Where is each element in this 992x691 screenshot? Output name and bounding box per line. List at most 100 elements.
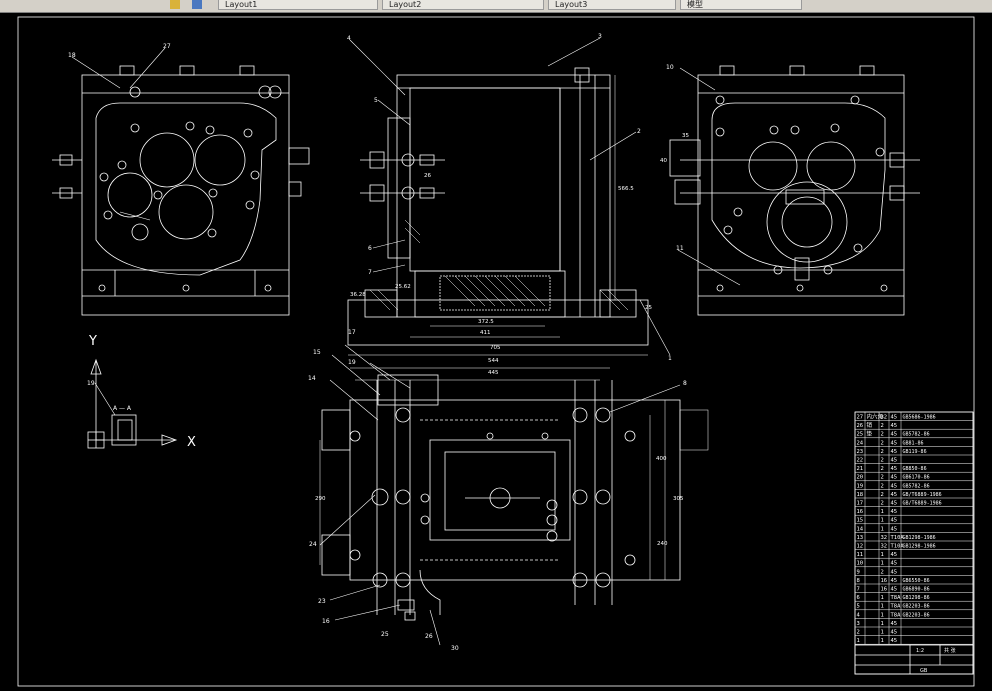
view-right-elevation: [669, 65, 920, 316]
bom-cell: GB1298-1986: [903, 544, 936, 550]
bom-cell: 1: [881, 509, 884, 515]
tab-layout3[interactable]: Layout3: [548, 0, 676, 10]
bom-cell: T8A: [891, 595, 902, 601]
bom-cell: 1: [881, 595, 884, 601]
axis-x-label: X: [187, 435, 196, 450]
bom-cell: 11: [857, 552, 864, 558]
bom-cell: 45: [891, 432, 898, 438]
balloon: 17: [348, 329, 356, 336]
bom-cell: GB2203-86: [903, 612, 930, 618]
bom-cell: 12: [857, 544, 864, 550]
balloon: 27: [163, 43, 171, 50]
dimension: 240: [657, 541, 668, 547]
bom-cell: 2: [881, 475, 884, 481]
bom-cell: 1: [881, 604, 884, 610]
dimension: 544: [488, 358, 499, 364]
bom-cell: 45: [891, 630, 898, 636]
bom-cell: 1: [857, 638, 860, 644]
dimension: 40: [660, 158, 667, 164]
bom-cell: 1: [881, 638, 884, 644]
bom-cell: GB6550-86: [903, 578, 930, 584]
bom-cell: 32: [881, 415, 888, 421]
bom-cell: 垫: [867, 430, 873, 438]
bom-cell: T8A: [891, 612, 902, 618]
bom-cell: T8A: [891, 604, 902, 610]
bom-cell: 23: [857, 449, 864, 455]
bom-cell: 销: [867, 421, 873, 429]
bom-cell: GB5782-86: [903, 432, 930, 438]
dimension: 36.28: [350, 292, 366, 298]
title-scale: 1:2: [916, 648, 924, 654]
dimension: 705: [490, 345, 501, 351]
bom-cell: 2: [881, 501, 884, 507]
balloon: 19: [348, 359, 356, 366]
bom-cell: 45: [891, 492, 898, 498]
bom-cell: 1: [881, 552, 884, 558]
balloon: 7: [368, 269, 372, 276]
bom-cell: 32: [881, 544, 888, 550]
bom-cell: 19: [857, 483, 864, 489]
bom-cell: 2: [881, 483, 884, 489]
sheet-border: [17, 16, 975, 687]
bom-cell: 1: [881, 612, 884, 618]
toolbar-icon-b[interactable]: [192, 0, 202, 9]
dimension: 26: [424, 173, 431, 179]
bom-cell: 24: [857, 440, 864, 446]
dimension: 25: [645, 305, 652, 311]
balloon: 24: [309, 541, 317, 548]
dimension: 445: [488, 370, 499, 376]
cad-drawing-canvas[interactable]: Y X A — A 18 27 4 3 5 2 6 7 10 11 1 17 1…: [0, 12, 992, 691]
bom-cell: 45: [891, 501, 898, 507]
bom-cell: 22: [857, 458, 864, 464]
toolbar-icon-a[interactable]: [170, 0, 180, 9]
bom-cell: 45: [891, 587, 898, 593]
bom-cell: 45: [891, 638, 898, 644]
bom-cell: GB81-86: [903, 440, 924, 446]
bom-cell: 45: [891, 621, 898, 627]
bom-cell: GB5782-86: [903, 483, 930, 489]
bom-cell: GB119-86: [903, 449, 927, 455]
bom-cell: 45: [891, 552, 898, 558]
bom-cell: GB2203-86: [903, 604, 930, 610]
balloon: 11: [676, 245, 684, 252]
bom-cell: 内六角: [867, 413, 884, 421]
bom-cell: 17: [857, 501, 864, 507]
bom-cell: 27: [857, 415, 864, 421]
dimension: 411: [480, 330, 491, 336]
bom-cell: GB1298-1986: [903, 535, 936, 541]
bom-cell: 45: [891, 509, 898, 515]
balloon: 25: [381, 631, 389, 638]
bom-cell: 32: [881, 535, 888, 541]
bom-cell: GB1298-86: [903, 595, 930, 601]
part-balloons: 18 27 4 3 5 2 6 7 10 11 1 17 15 19 14 19…: [68, 33, 687, 652]
title-sheet: 共 张: [944, 647, 956, 654]
bom-cell: 2: [881, 492, 884, 498]
bom-cell: 16: [857, 509, 864, 515]
balloon: 14: [308, 375, 316, 382]
bom-cell: 18: [857, 492, 864, 498]
bom-cell: 45: [891, 415, 898, 421]
bom-cell: 14: [857, 526, 864, 532]
bom-cell: 2: [881, 458, 884, 464]
dimension: 400: [656, 456, 667, 462]
bom-cell: T10A: [891, 544, 905, 550]
bom-cell: 45: [891, 466, 898, 472]
bom-cell: 1: [881, 621, 884, 627]
dimension: 35: [682, 133, 689, 139]
bom-cell: GB/T6889-1986: [903, 492, 942, 498]
bom-cell: 2: [881, 423, 884, 429]
view-center-section: [347, 37, 671, 381]
tab-layout2[interactable]: Layout2: [382, 0, 544, 10]
dimension: 372.5: [478, 319, 494, 325]
tab-layout1[interactable]: Layout1: [218, 0, 378, 10]
bom-cell: GB850-86: [903, 466, 927, 472]
view-plan: [319, 344, 709, 646]
balloon: 26: [425, 633, 433, 640]
bom-cell: 2: [881, 432, 884, 438]
bom-cell: 45: [891, 475, 898, 481]
tab-model[interactable]: 模型: [680, 0, 802, 10]
bom-cell: 45: [891, 483, 898, 489]
balloon: 23: [318, 598, 326, 605]
ucs-axis-icon: [87, 358, 178, 449]
axis-y-label: Y: [88, 334, 97, 349]
